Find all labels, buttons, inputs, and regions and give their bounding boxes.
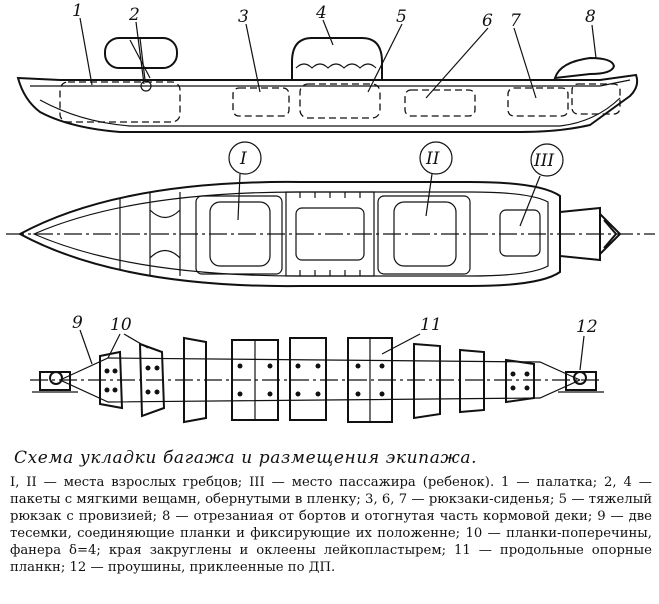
leader-10b (123, 333, 149, 349)
plank-i (505, 358, 535, 404)
seat-II (393, 201, 457, 267)
label-3: 3 (238, 7, 249, 27)
soft-pack-4 (291, 37, 383, 81)
leader-2 (135, 21, 145, 85)
ties-9 (59, 357, 581, 403)
label-I: I (239, 149, 247, 169)
eyelet-right (558, 371, 604, 393)
strap-ring (140, 80, 152, 92)
leader-10a (107, 333, 121, 359)
backpack-seat-3 (232, 87, 290, 117)
leader-9 (79, 329, 93, 365)
label-III: III (533, 151, 554, 171)
leader-3 (245, 23, 261, 93)
seat-I (209, 201, 271, 267)
plank-g (413, 342, 441, 420)
top-view: I II III (6, 141, 655, 288)
caption: Схема укладки багажа и размещения экипаж… (10, 448, 652, 576)
label-5: 5 (396, 7, 407, 27)
soft-pack-2-strap (129, 37, 151, 81)
seat-III (499, 209, 541, 257)
eyelet-left (32, 371, 78, 393)
label-9: 9 (72, 313, 83, 333)
position-marker-III (530, 143, 564, 177)
label-II: II (425, 149, 440, 169)
leader-6 (425, 27, 489, 99)
label-12: 12 (576, 317, 598, 337)
leader-5 (367, 23, 403, 93)
leader-I (237, 173, 241, 221)
soft-pack-2 (104, 37, 178, 69)
plank-10a (99, 350, 124, 410)
position-marker-I (228, 141, 262, 175)
tent-pack-1 (59, 81, 181, 123)
hull-plan-inner (32, 191, 549, 277)
leader-8 (591, 24, 597, 59)
soft-pack-4-rolls (295, 63, 377, 69)
plank-c (183, 336, 207, 424)
leader-II (425, 173, 433, 217)
label-6: 6 (482, 11, 493, 31)
kayak-packing-diagram: 1 2 3 4 5 6 7 8 I II III (6, 1, 655, 424)
heavy-backpack-5 (299, 83, 381, 119)
plank-e (289, 337, 327, 421)
caption-legend: I, II — места взрослых гребцов; III — ме… (10, 475, 652, 575)
label-2: 2 (128, 5, 140, 25)
stern-cutoff (559, 206, 601, 262)
label-10: 10 (110, 315, 132, 335)
label-1: 1 (72, 1, 83, 21)
frame-hooks (299, 192, 361, 276)
leader-7 (513, 27, 537, 99)
leader-III (519, 175, 541, 227)
label-7: 7 (510, 11, 521, 31)
plank-layout: 9 10 11 12 (30, 313, 604, 424)
leader-4 (322, 19, 334, 46)
leader-1 (79, 17, 93, 86)
plank-h (459, 348, 485, 414)
center-hatch (295, 207, 365, 261)
hull-side-outline (16, 73, 639, 133)
backpack-seat-7 (507, 87, 569, 117)
label-11: 11 (420, 315, 442, 335)
stern-tip (599, 213, 622, 255)
stern-pack (571, 83, 621, 115)
caption-title: Схема укладки багажа и размещения экипаж… (14, 448, 478, 468)
leader-11 (381, 333, 421, 355)
leader-12 (579, 335, 585, 371)
side-view: 1 2 3 4 5 6 7 8 (16, 1, 639, 133)
hull-deck-line (30, 79, 631, 87)
label-8: 8 (585, 7, 596, 27)
hull-keel-line (39, 97, 621, 127)
plank-10b (138, 342, 166, 418)
position-marker-II (419, 141, 453, 175)
plank-dots (104, 363, 530, 397)
label-4: 4 (315, 3, 327, 23)
backpack-seat-6 (404, 89, 476, 117)
bow-ribs (119, 192, 181, 276)
seat-frame-II (377, 195, 471, 275)
cut-stern-deck-8 (553, 56, 616, 80)
